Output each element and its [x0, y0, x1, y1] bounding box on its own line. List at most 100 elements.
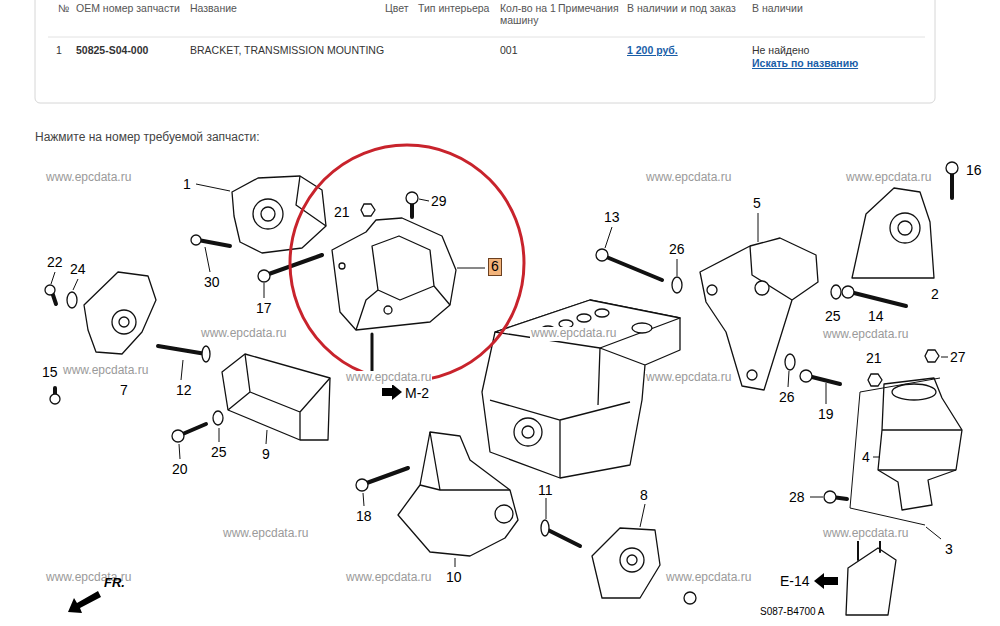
bolt-shaft	[950, 174, 954, 198]
watermark: www.epcdata.ru	[345, 371, 432, 385]
drawing-code: S087-B4700 A	[760, 606, 825, 618]
bolt-head	[45, 162, 958, 604]
table-panel	[35, 0, 935, 103]
table-cell: 1	[56, 44, 62, 56]
bolt-head	[824, 491, 836, 503]
watermark: www.epcdata.ru	[530, 327, 617, 341]
part-outline	[632, 323, 652, 333]
bolt-head	[361, 204, 375, 216]
header-cell: Примечания	[558, 2, 619, 14]
bolt-shaft	[604, 256, 662, 280]
leader-line	[205, 247, 210, 272]
header-cell: Цвет	[385, 2, 409, 14]
callout-number: 18	[356, 508, 372, 524]
search-link: Искать по названию	[752, 57, 858, 69]
callout-number: 19	[818, 406, 834, 422]
leader-line	[179, 444, 180, 459]
leader-line	[266, 430, 267, 444]
table-panel	[48, 37, 925, 38]
part-outline	[232, 176, 326, 253]
direction-arrow	[68, 591, 101, 613]
part-outline	[482, 300, 680, 478]
part-outline	[398, 432, 518, 556]
part-outline	[878, 430, 962, 470]
callout-number: 24	[70, 261, 86, 277]
leader-line	[640, 504, 645, 527]
callout-number: 1	[183, 176, 191, 192]
part-outline	[384, 306, 392, 314]
leader-line	[196, 184, 230, 191]
leader-line	[181, 360, 183, 380]
leader-line	[51, 272, 55, 284]
watermark: www.epcdata.ru	[45, 171, 132, 185]
part-outline	[119, 317, 129, 327]
part-number: 50825-S04-000	[76, 44, 148, 56]
bolt-shaft	[52, 174, 952, 560]
leader-line	[455, 558, 456, 567]
part-outline	[747, 370, 757, 380]
callout-number: 27	[950, 349, 966, 365]
bolt-shaft	[158, 346, 206, 354]
bracket-line	[850, 378, 940, 525]
part-outline	[620, 548, 644, 572]
bolt-head	[172, 430, 184, 442]
callout-number: 21	[334, 204, 350, 220]
part-outline	[878, 378, 962, 510]
bolt-head	[684, 592, 696, 604]
leader-line	[788, 371, 789, 387]
callout-number: 8	[640, 487, 648, 503]
part-outline	[228, 354, 330, 440]
callout-number: 14	[868, 308, 884, 324]
callout-number: 26	[779, 389, 795, 405]
header-cell: В наличии	[752, 2, 803, 14]
bolt-shaft	[808, 376, 840, 384]
bolt-head	[925, 350, 939, 362]
part-outline	[490, 348, 645, 478]
part-outline	[595, 309, 609, 317]
bolt-shaft	[266, 255, 322, 275]
part-outline	[890, 213, 920, 243]
part-outline	[592, 528, 660, 598]
callout-number: 6	[489, 259, 501, 274]
part-outline	[356, 286, 450, 330]
view-reference: M-2	[405, 385, 429, 401]
bolt-head	[785, 354, 795, 370]
direction-arrow	[68, 384, 838, 613]
watermark: www.epcdata.ru	[822, 527, 909, 541]
callout-number: 26	[669, 241, 685, 257]
part-outline	[112, 310, 136, 334]
part-outline	[339, 263, 345, 269]
bolt-head	[868, 374, 882, 386]
table-cell: 001	[500, 44, 518, 56]
watermark: www.epcdata.ru	[200, 327, 287, 341]
callout-number: 22	[47, 254, 63, 270]
callout-number: 21	[866, 350, 882, 366]
callout-number: 12	[176, 382, 192, 398]
direction-arrow	[814, 573, 838, 589]
bolt-shaft	[857, 540, 859, 560]
watermark: www.epcdata.ru	[62, 364, 149, 378]
leader-line	[873, 457, 880, 458]
watermark: www.epcdata.ru	[822, 328, 909, 342]
part-outline	[846, 548, 896, 615]
part-outline	[522, 426, 534, 438]
bolt-head	[831, 285, 841, 299]
bolt-head	[67, 292, 77, 308]
part-outline	[420, 432, 510, 490]
callout-number: 25	[211, 444, 227, 460]
watermark: www.epcdata.ru	[845, 171, 932, 185]
bolt-shaft	[364, 468, 408, 484]
leader-line	[363, 493, 364, 506]
bolt-shaft	[198, 240, 230, 246]
direction-label: FR.	[104, 576, 125, 591]
bolt-shaft	[850, 292, 906, 306]
bolt-head	[191, 235, 201, 245]
watermark: www.epcdata.ru	[665, 571, 752, 585]
part-outline	[84, 272, 156, 354]
leader-line	[605, 227, 612, 248]
callout-number: 17	[256, 300, 272, 316]
part-outline	[372, 236, 434, 300]
bolt-head	[800, 370, 812, 382]
callout-number: 7	[120, 382, 128, 398]
